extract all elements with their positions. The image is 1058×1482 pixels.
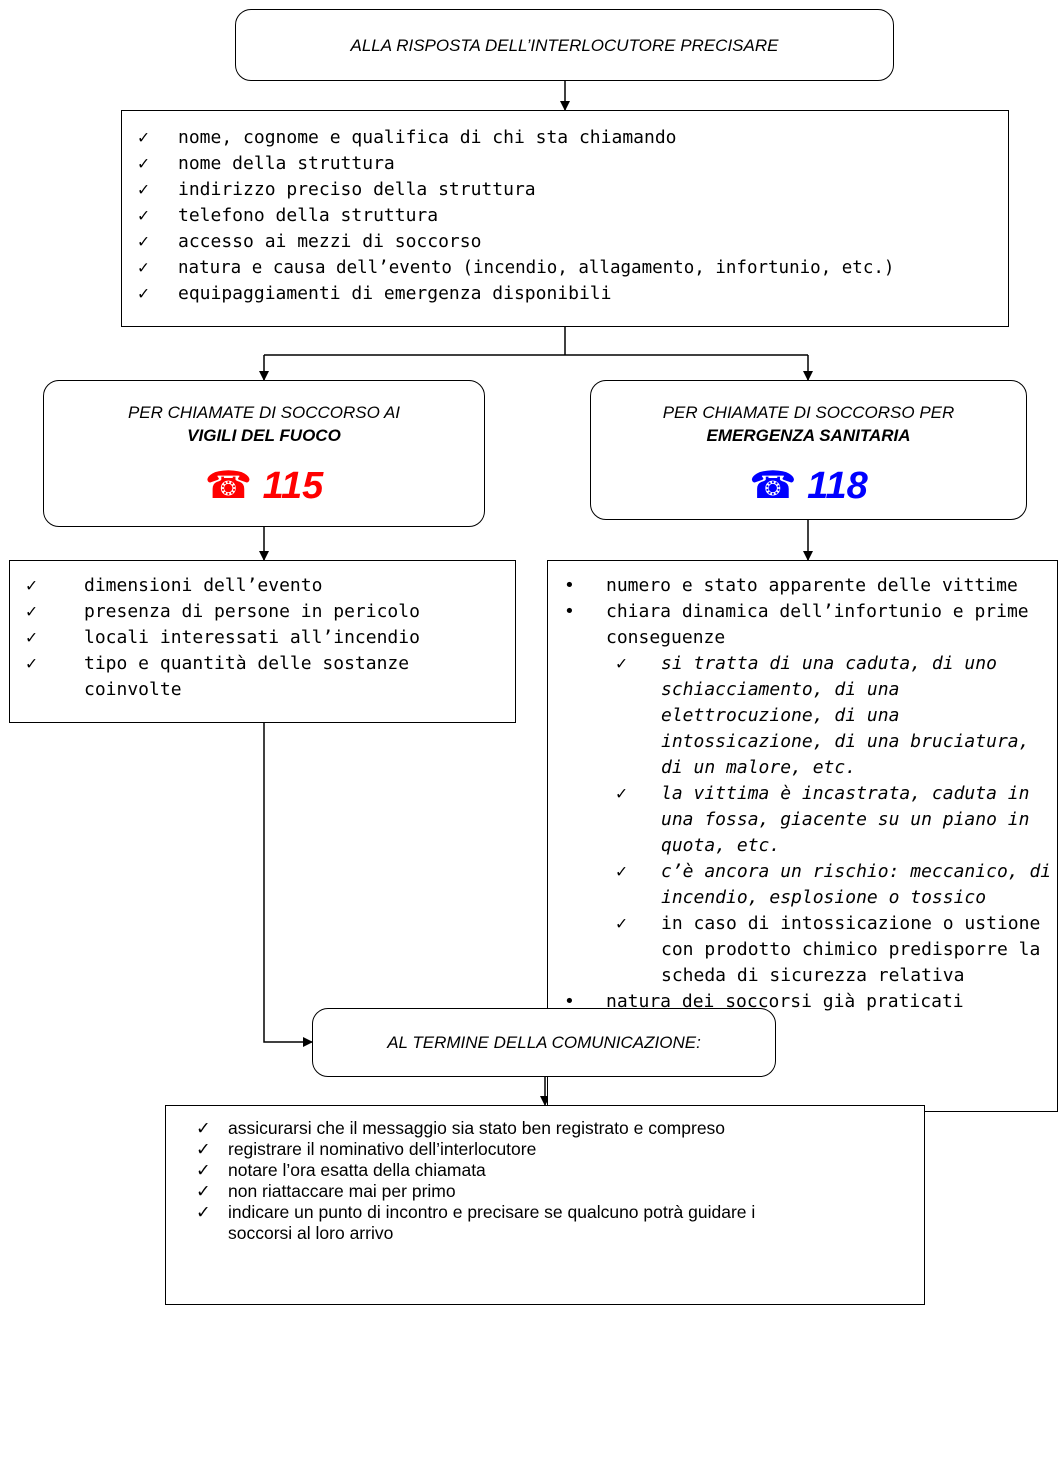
checkmark-icon: ✓ xyxy=(616,913,627,934)
fire-phone-number: ☎ 115 xyxy=(44,463,484,508)
list-item: ✓si tratta di una caduta, di uno schiacc… xyxy=(616,653,1030,778)
checkmark-icon: ✓ xyxy=(26,627,37,648)
fire-details-list: ✓dimensioni dell’evento ✓presenza di per… xyxy=(26,573,507,703)
list-item: ✓dimensioni dell’evento xyxy=(26,573,507,599)
arrow-fire-to-end xyxy=(263,723,313,1047)
bullet-icon: • xyxy=(564,601,575,622)
fire-heading-line1: PER CHIAMATE DI SOCCORSO AI xyxy=(127,403,401,422)
checkmark-icon: ✓ xyxy=(138,205,149,226)
telephone-icon: ☎ xyxy=(204,463,253,507)
end-of-call-text: AL TERMINE DELLA COMUNICAZIONE: xyxy=(387,1033,701,1052)
fire-number: 115 xyxy=(262,465,324,507)
checkmark-icon: ✓ xyxy=(616,653,627,674)
list-item: ✓telefono della struttura xyxy=(138,203,1000,229)
medical-sub-list: ✓si tratta di una caduta, di uno schiacc… xyxy=(606,651,1053,989)
list-item: ✓non riattaccare mai per primo xyxy=(196,1181,456,1201)
list-item: ✓locali interessati all’incendio xyxy=(26,625,507,651)
medical-details-box: •numero e stato apparente delle vittime … xyxy=(547,560,1058,1112)
checkmark-icon: ✓ xyxy=(138,258,149,278)
list-item: ✓in caso di intossicazione o ustione con… xyxy=(616,913,1041,986)
top-instruction-text: ALLA RISPOSTA DELL’INTERLOCUTORE PRECISA… xyxy=(350,36,779,55)
bullet-icon: • xyxy=(564,575,575,596)
checkmark-icon: ✓ xyxy=(26,575,37,596)
medical-emergency-box: PER CHIAMATE DI SOCCORSO PER EMERGENZA S… xyxy=(590,380,1027,520)
list-item: ✓presenza di persone in pericolo xyxy=(26,599,507,625)
checkmark-icon: ✓ xyxy=(138,153,149,174)
list-item: ✓assicurarsi che il messaggio sia stato … xyxy=(196,1118,726,1138)
checkmark-icon: ✓ xyxy=(196,1139,211,1159)
medical-phone-number: ☎ 118 xyxy=(591,463,1026,508)
checkmark-icon: ✓ xyxy=(196,1202,211,1222)
telephone-icon: ☎ xyxy=(749,463,797,507)
fire-brigade-box: PER CHIAMATE DI SOCCORSO AI VIGILI DEL F… xyxy=(43,380,485,527)
checkmark-icon: ✓ xyxy=(616,783,627,804)
fire-heading-line2: VIGILI DEL FUOCO xyxy=(187,426,341,445)
list-item: ✓registrare il nominativo dell’interlocu… xyxy=(196,1139,537,1159)
list-item: ✓indicare un punto di incontro e precisa… xyxy=(196,1202,756,1243)
final-actions-list: ✓assicurarsi che il messaggio sia stato … xyxy=(196,1118,914,1244)
checkmark-icon: ✓ xyxy=(26,653,37,674)
checkmark-icon: ✓ xyxy=(196,1160,211,1180)
checkmark-icon: ✓ xyxy=(138,127,149,148)
caller-info-list: ✓nome, cognome e qualifica di chi sta ch… xyxy=(138,125,1000,307)
checkmark-icon: ✓ xyxy=(138,283,149,304)
medical-details-list: •numero e stato apparente delle vittime … xyxy=(562,573,1053,1015)
checkmark-icon: ✓ xyxy=(616,861,627,882)
checkmark-icon: ✓ xyxy=(196,1181,211,1201)
list-item: ✓accesso ai mezzi di soccorso xyxy=(138,229,1000,255)
medical-heading-line1: PER CHIAMATE DI SOCCORSO PER xyxy=(662,403,955,422)
list-item: ✓indirizzo preciso della struttura xyxy=(138,177,1000,203)
medical-heading-line2: EMERGENZA SANITARIA xyxy=(706,426,911,445)
list-item: ✓notare l’ora esatta della chiamata xyxy=(196,1160,486,1180)
medical-number: 118 xyxy=(807,465,868,507)
list-item: ✓natura e causa dell’evento (incendio, a… xyxy=(138,255,1000,281)
list-item: •numero e stato apparente delle vittime xyxy=(562,573,1053,599)
list-item: ✓nome, cognome e qualifica di chi sta ch… xyxy=(138,125,1000,151)
bullet-icon: • xyxy=(564,991,575,1012)
final-actions-box: ✓assicurarsi che il messaggio sia stato … xyxy=(165,1105,925,1305)
fire-details-box: ✓dimensioni dell’evento ✓presenza di per… xyxy=(9,560,516,723)
top-instruction-box: ALLA RISPOSTA DELL’INTERLOCUTORE PRECISA… xyxy=(235,9,894,81)
caller-info-box: ✓nome, cognome e qualifica di chi sta ch… xyxy=(121,110,1009,327)
list-item: ✓la vittima è incastrata, caduta in una … xyxy=(616,783,1030,856)
list-item: ✓tipo e quantità delle sostanze coinvolt… xyxy=(26,653,410,700)
end-of-call-box: AL TERMINE DELLA COMUNICAZIONE: xyxy=(312,1008,776,1077)
list-item: •chiara dinamica dell’infortunio e prime… xyxy=(562,599,1053,989)
list-item: ✓c’è ancora un rischio: meccanico, di in… xyxy=(616,861,1052,908)
list-item: •natura dei soccorsi già praticati xyxy=(562,989,1053,1015)
checkmark-icon: ✓ xyxy=(26,601,37,622)
checkmark-icon: ✓ xyxy=(138,179,149,200)
checkmark-icon: ✓ xyxy=(138,231,149,252)
list-item: ✓equipaggiamenti di emergenza disponibil… xyxy=(138,281,1000,307)
list-item: ✓nome della struttura xyxy=(138,151,1000,177)
checkmark-icon: ✓ xyxy=(196,1118,211,1138)
